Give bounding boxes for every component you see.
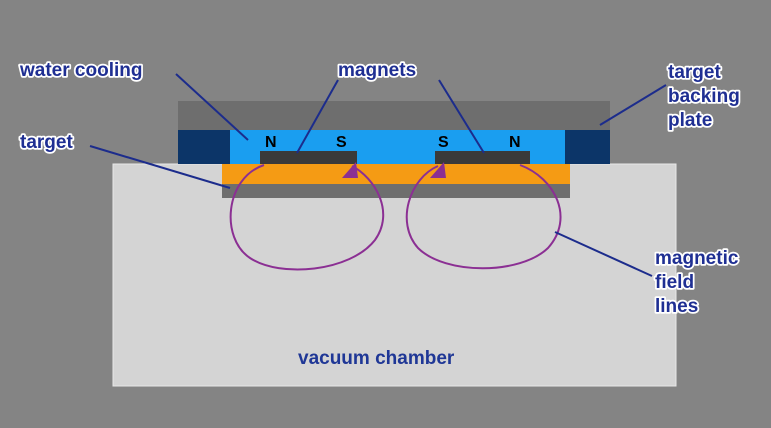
pole-left-n: N <box>265 134 277 151</box>
leader-lines <box>89 73 667 277</box>
target-underlayer <box>222 184 570 198</box>
field-line-right <box>405 164 562 270</box>
label-vacuum-chamber: vacuum chamber <box>298 348 455 369</box>
label-backing-plate-line2: backing <box>668 86 740 107</box>
label-backing-plate-line3: plate <box>668 110 712 131</box>
magnet-right <box>435 151 530 164</box>
vacuum-chamber <box>112 163 677 387</box>
leader-magnets-left <box>296 79 339 154</box>
label-water-cooling: water cooling <box>19 60 142 81</box>
label-field-lines-line1: magnetic <box>655 248 739 269</box>
pole-left-s: S <box>336 134 347 151</box>
pole-right-s: S <box>438 134 449 151</box>
leader-target <box>89 145 231 189</box>
label-field-lines-line2: field <box>655 272 694 293</box>
backing-plate <box>178 101 610 131</box>
label-field-lines-line3: lines <box>655 296 698 317</box>
leader-backing-plate <box>599 84 667 126</box>
field-line-left <box>229 164 385 271</box>
target-layer <box>222 164 570 184</box>
label-backing-plate-line1: target <box>668 62 721 83</box>
label-magnets: magnets <box>338 60 416 81</box>
field-arrow-right-icon <box>430 162 446 178</box>
label-target: target <box>20 132 73 153</box>
water-channel-right-end <box>565 130 610 164</box>
pole-right-n: N <box>509 134 521 151</box>
leader-field-lines <box>554 231 653 277</box>
water-channel-left-end <box>178 130 230 164</box>
leader-water-cooling <box>175 73 249 141</box>
field-arrow-left-icon <box>342 162 358 178</box>
leader-magnets-right <box>438 79 485 154</box>
magnet-left <box>260 151 357 164</box>
